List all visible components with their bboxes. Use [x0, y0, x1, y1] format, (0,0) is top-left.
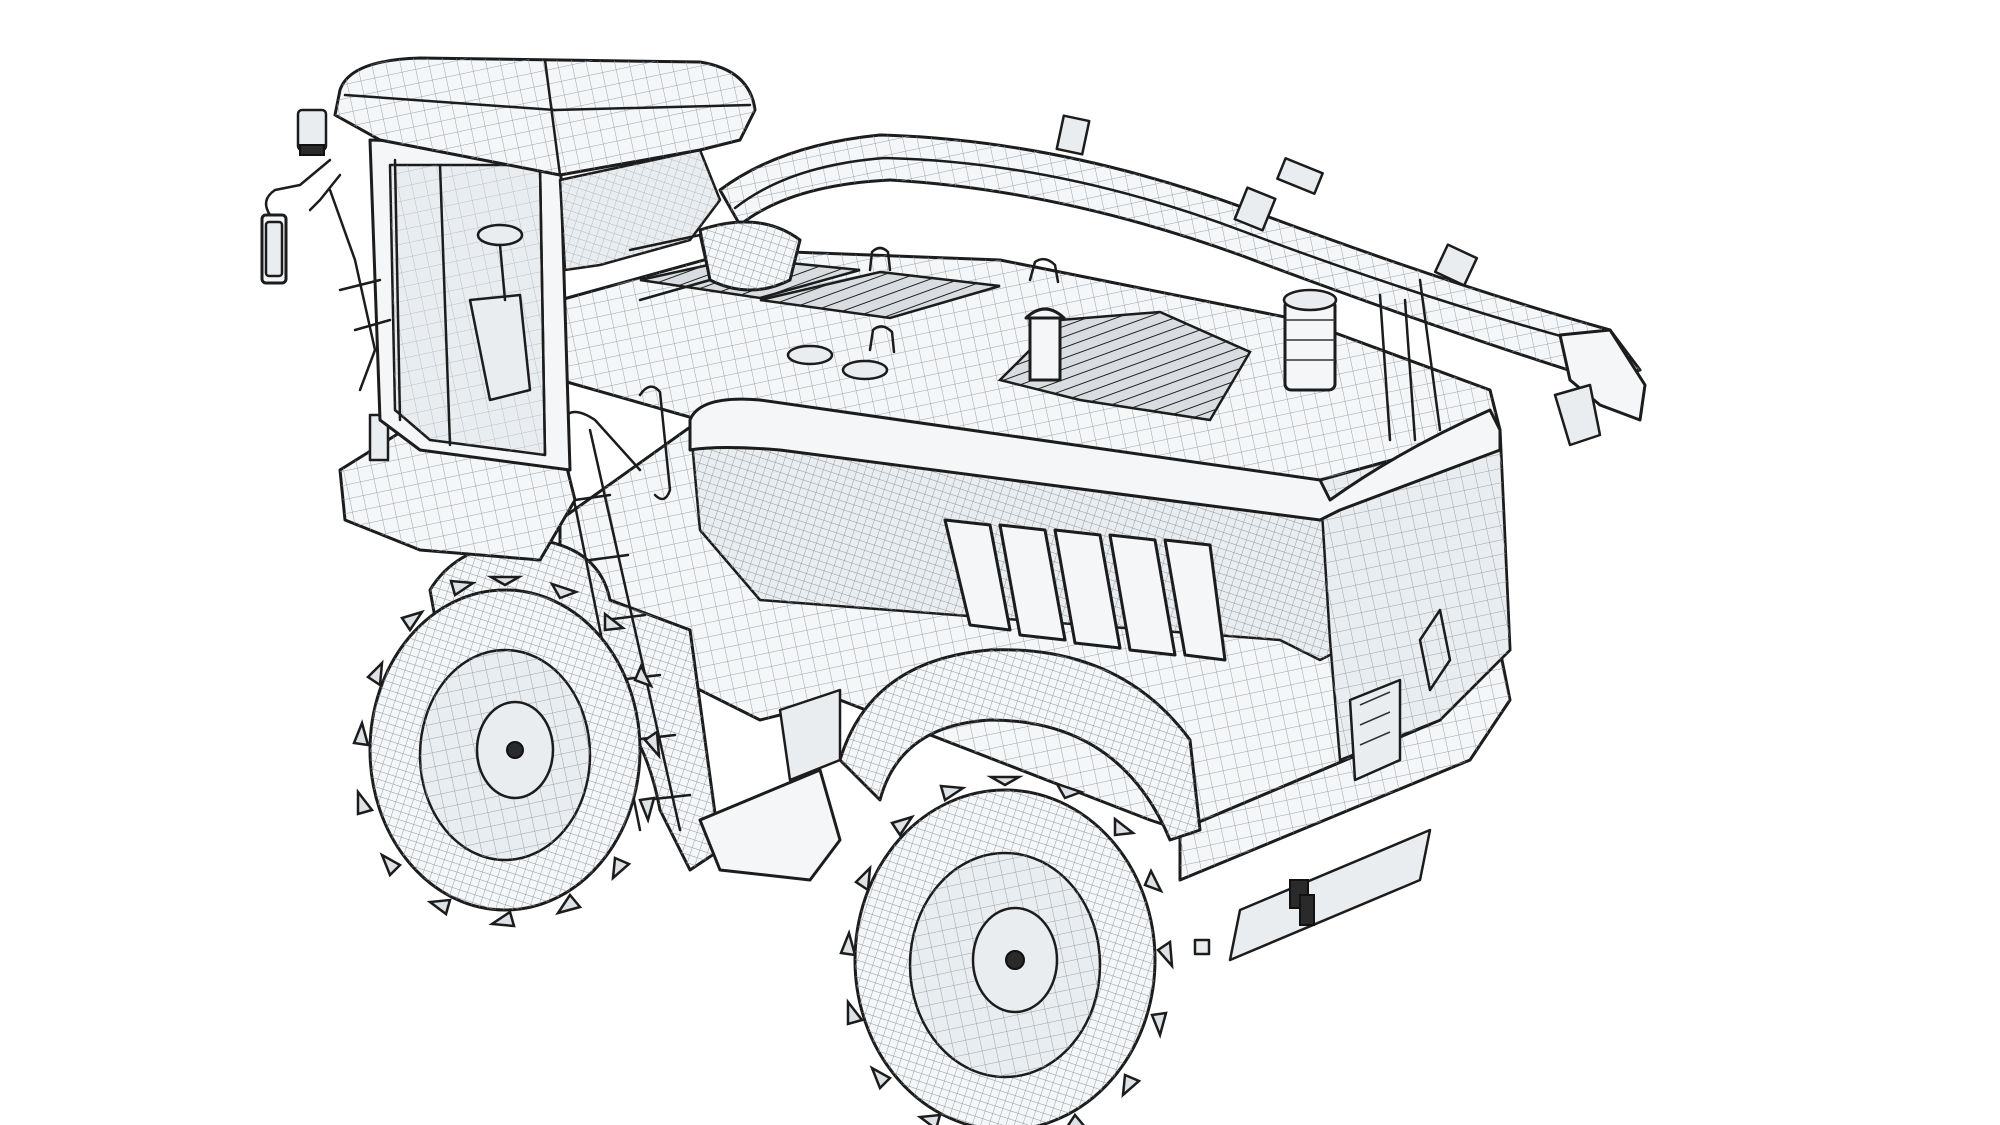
side-vents	[943, 518, 1227, 662]
front-wheel	[352, 575, 661, 928]
rear-hood	[688, 397, 1502, 522]
rear-fender	[838, 648, 1202, 842]
discharge-spout	[628, 114, 1647, 447]
rear-hitch	[1299, 894, 1315, 926]
reflector	[1193, 938, 1211, 956]
rear-wheel	[839, 775, 1174, 1125]
